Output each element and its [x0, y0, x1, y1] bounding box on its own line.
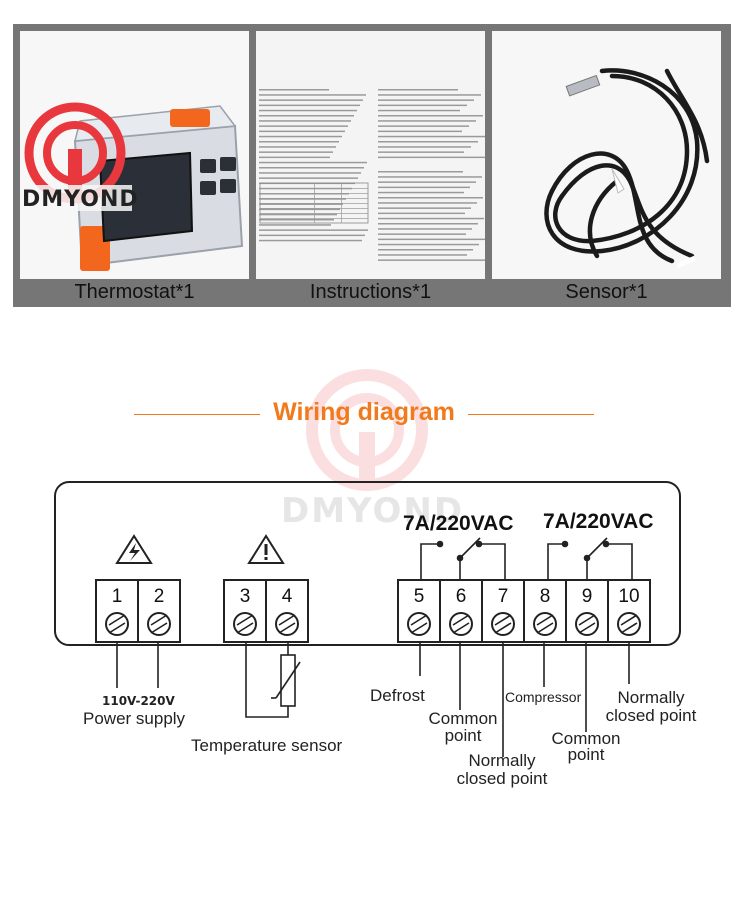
lead-wires — [116, 642, 630, 757]
caution-warning-icon — [247, 534, 285, 564]
high-voltage-warning-icon — [115, 534, 153, 564]
voltage-label: 110V-220V — [102, 694, 175, 708]
terminal-screw-icon — [491, 612, 515, 636]
rating-label-right: 7A/220VAC — [543, 510, 654, 533]
instructions-panel — [256, 31, 485, 279]
terminal-number: 3 — [239, 586, 251, 607]
terminal-number: 5 — [413, 586, 425, 607]
terminal-screw-icon — [407, 612, 431, 636]
temperature-sensor-label: Temperature sensor — [191, 736, 343, 755]
terminal-screw-icon — [105, 612, 129, 636]
terminal-number: 10 — [618, 586, 640, 607]
power-supply-label: Power supply — [83, 709, 186, 728]
diagram-title: Wiring diagram — [273, 398, 455, 426]
terminal-number: 8 — [539, 586, 551, 607]
terminal-number: 7 — [497, 586, 509, 607]
terminal-screw-icon — [275, 612, 299, 636]
watermark-logo — [306, 369, 428, 491]
caption-sensor: Sensor*1 — [565, 281, 648, 303]
sensor-panel — [492, 31, 721, 279]
temperature-probe-cable-image — [492, 31, 721, 279]
terminal-screw-icon — [449, 612, 473, 636]
terminal-screw-icon — [233, 612, 257, 636]
wiring-diagram — [54, 481, 681, 757]
title-rule-left — [134, 414, 260, 415]
terminal-number: 2 — [153, 586, 165, 607]
caption-instructions: Instructions*1 — [309, 281, 432, 303]
terminal-screw-icon — [533, 612, 557, 636]
relay-contacts-right — [547, 537, 633, 582]
watermark-text: DMYOND — [281, 491, 465, 531]
terminal-number: 4 — [281, 586, 293, 607]
relay-contacts-left — [420, 537, 506, 582]
terminal-number: 9 — [581, 586, 593, 607]
thermostat-device-image — [20, 31, 249, 279]
terminal-screw-icon — [575, 612, 599, 636]
brand-logo-text: DMYOND — [22, 187, 139, 212]
terminal-number: 1 — [111, 586, 123, 607]
instruction-sheet-image — [256, 31, 485, 279]
title-rule-right — [468, 414, 594, 415]
terminal-screw-icon — [147, 612, 171, 636]
compressor-label: Compressor — [505, 689, 582, 705]
terminal-screw-icon — [617, 612, 641, 636]
terminal-number: 6 — [455, 586, 467, 607]
controller-housing — [54, 481, 681, 646]
defrost-label: Defrost — [370, 686, 425, 705]
rating-label-left: 7A/220VAC — [403, 512, 514, 535]
caption-thermostat: Thermostat*1 — [74, 281, 195, 303]
thermostat-panel: DMYOND — [20, 31, 249, 279]
